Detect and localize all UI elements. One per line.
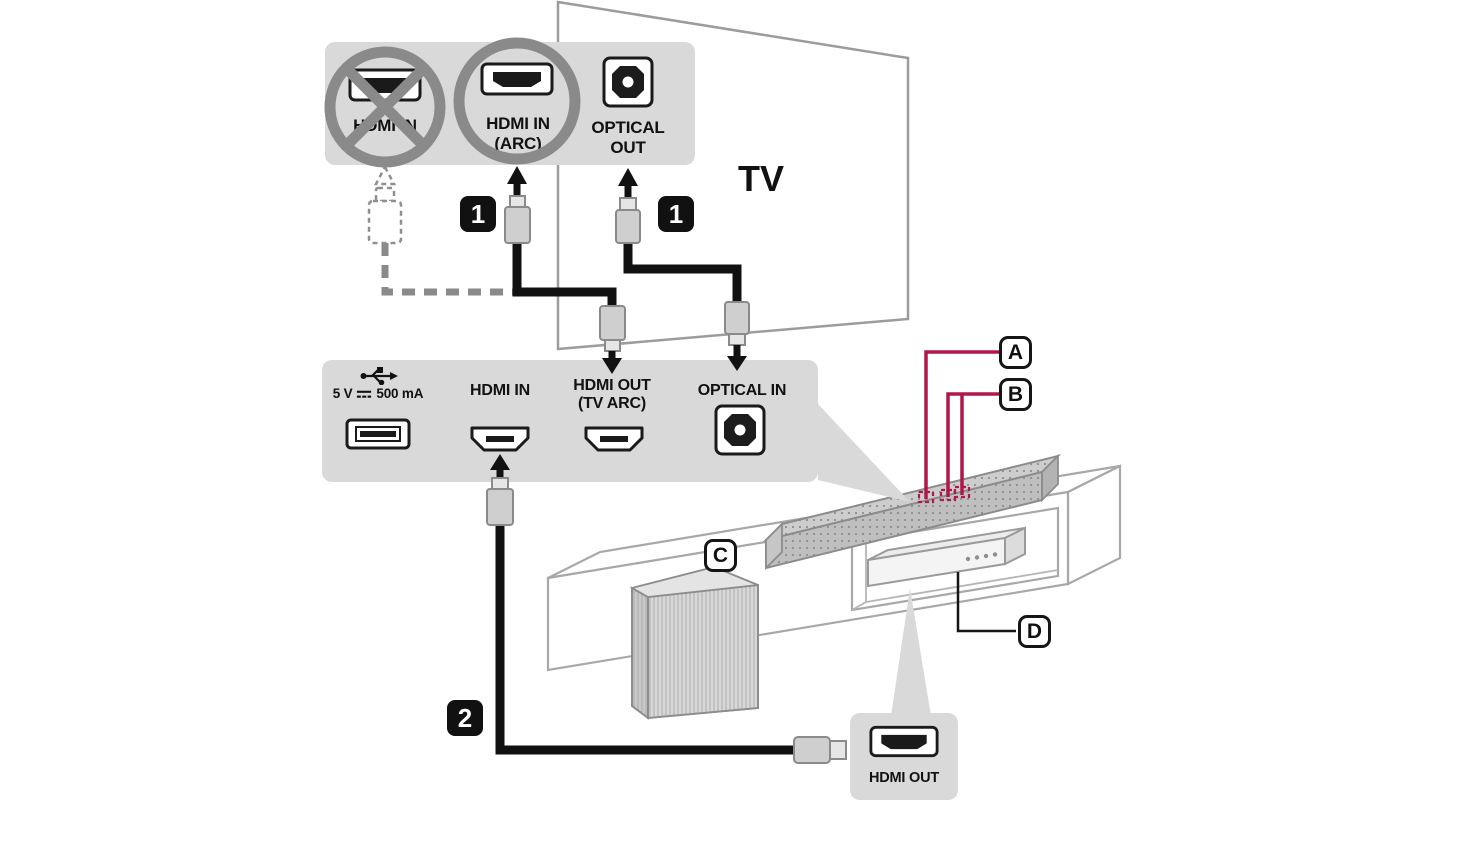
subwoofer (629, 566, 759, 720)
soundbar-ports-panel: 5 V 500 mA HDMI IN HDMI OUT (TV ARC) (322, 360, 818, 482)
tv-outline (556, 0, 910, 351)
callout-d-badge: D (1018, 615, 1051, 648)
tv-label: TV (738, 158, 785, 199)
hdmi-arc-port-icon (480, 62, 554, 96)
step-2-badge: 2 (447, 700, 483, 736)
callout-c-badge: C (704, 539, 737, 572)
optical-in-port-icon (714, 404, 766, 456)
media-device (867, 526, 1026, 588)
tv-ports-panel: HDMI IN HDMI IN (ARC) OPTICAL OUT (325, 42, 695, 165)
dc-symbol-icon (357, 390, 372, 398)
tv-hdmi-in-label: HDMI IN (353, 116, 417, 135)
soundbar-optical-in-label: OPTICAL IN (697, 382, 787, 399)
hdmi-port-icon (348, 68, 422, 102)
tv-optical-out-label: OPTICAL OUT (591, 118, 665, 157)
hdmi-in-port-icon (470, 426, 530, 452)
step-1-badge-optical: 1 (658, 196, 694, 232)
soundbar-hdmi-in-label: HDMI IN (470, 382, 530, 399)
device-hdmi-out-label: HDMI OUT (868, 770, 940, 786)
usb-icon (360, 367, 398, 385)
soundbar-hdmi-out-label: HDMI OUT (TV ARC) (573, 377, 651, 413)
usb-power-label: 5 V 500 mA (332, 386, 424, 401)
step-1-badge-hdmi: 1 (460, 196, 496, 232)
hdmi-out-port-icon (584, 426, 644, 452)
device-hdmi-out-panel: HDMI OUT (850, 713, 958, 800)
device-hdmi-out-port-icon (869, 725, 939, 758)
optical-port-icon (602, 56, 654, 108)
callout-b-badge: B (999, 378, 1032, 411)
tv-hdmi-arc-label: HDMI IN (ARC) (486, 114, 550, 153)
callout-a-badge: A (999, 336, 1032, 369)
usb-port-icon (345, 418, 411, 450)
